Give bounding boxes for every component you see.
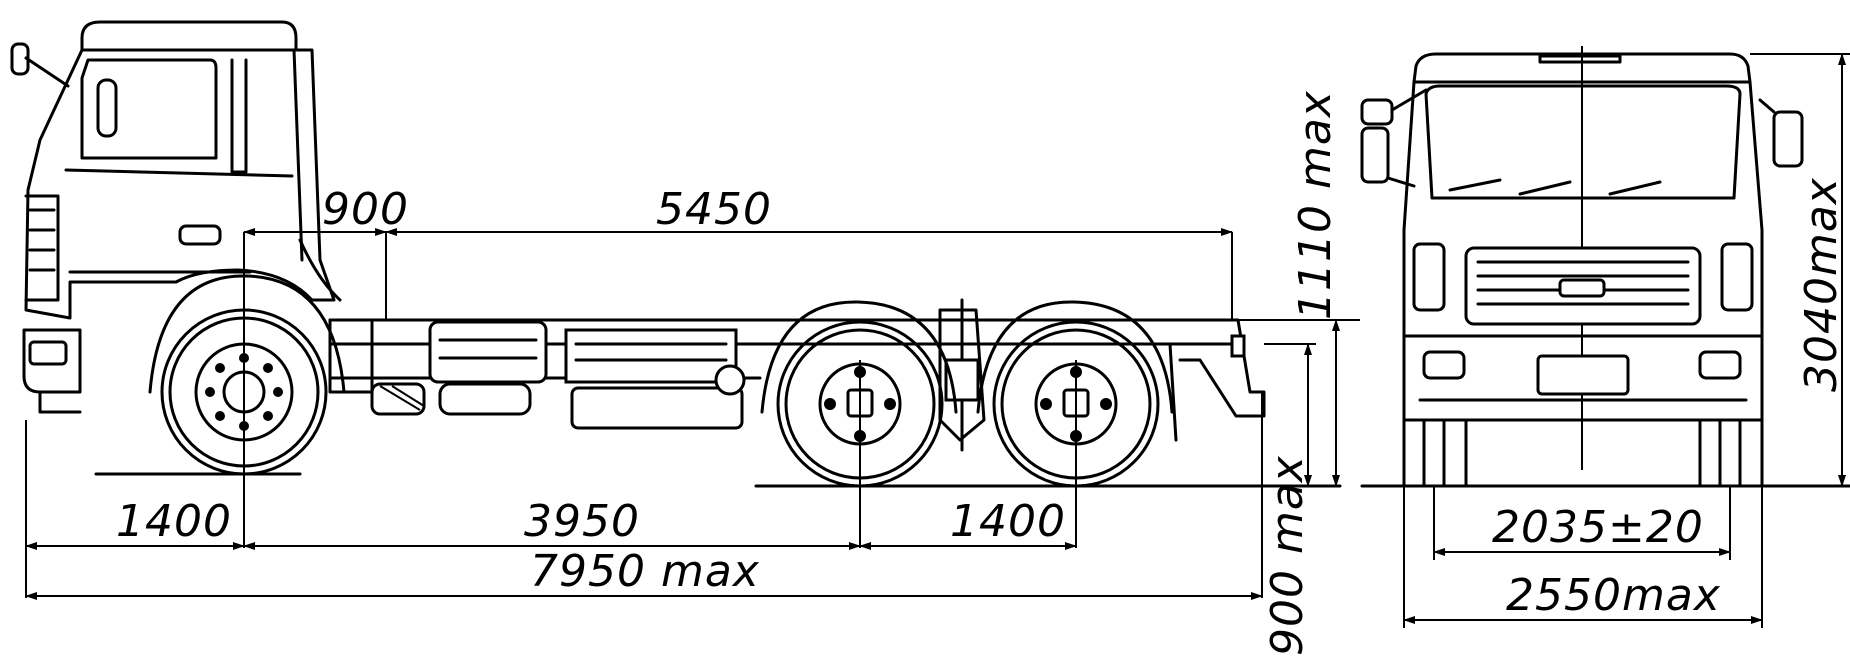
cab	[10, 20, 342, 414]
dim-1110-max: 1110 max	[1290, 90, 1341, 320]
front-dimensions: 2035±20 2550max 3040max	[1403, 53, 1847, 624]
dim-1400-rear: 1400	[950, 496, 1066, 547]
dim-900-top: 900	[322, 184, 409, 235]
dim-5450: 5450	[656, 184, 772, 235]
dim-7950: 7950 max	[530, 546, 760, 597]
side-view	[10, 20, 1342, 598]
dim-3950: 3950	[524, 496, 640, 547]
dim-2035: 2035±20	[1492, 502, 1704, 553]
front-view	[1360, 46, 1850, 628]
dim-1400-front: 1400	[116, 496, 232, 547]
dim-3040: 3040max	[1796, 177, 1847, 392]
chassis-frame	[328, 298, 1266, 452]
side-dimensions: 900 5450 1400 3950 1400 7950 max 1110 ma…	[25, 90, 1360, 656]
dim-2550: 2550max	[1506, 570, 1721, 621]
dim-900-max: 900 max	[1262, 455, 1313, 656]
front-wheel	[94, 274, 346, 476]
